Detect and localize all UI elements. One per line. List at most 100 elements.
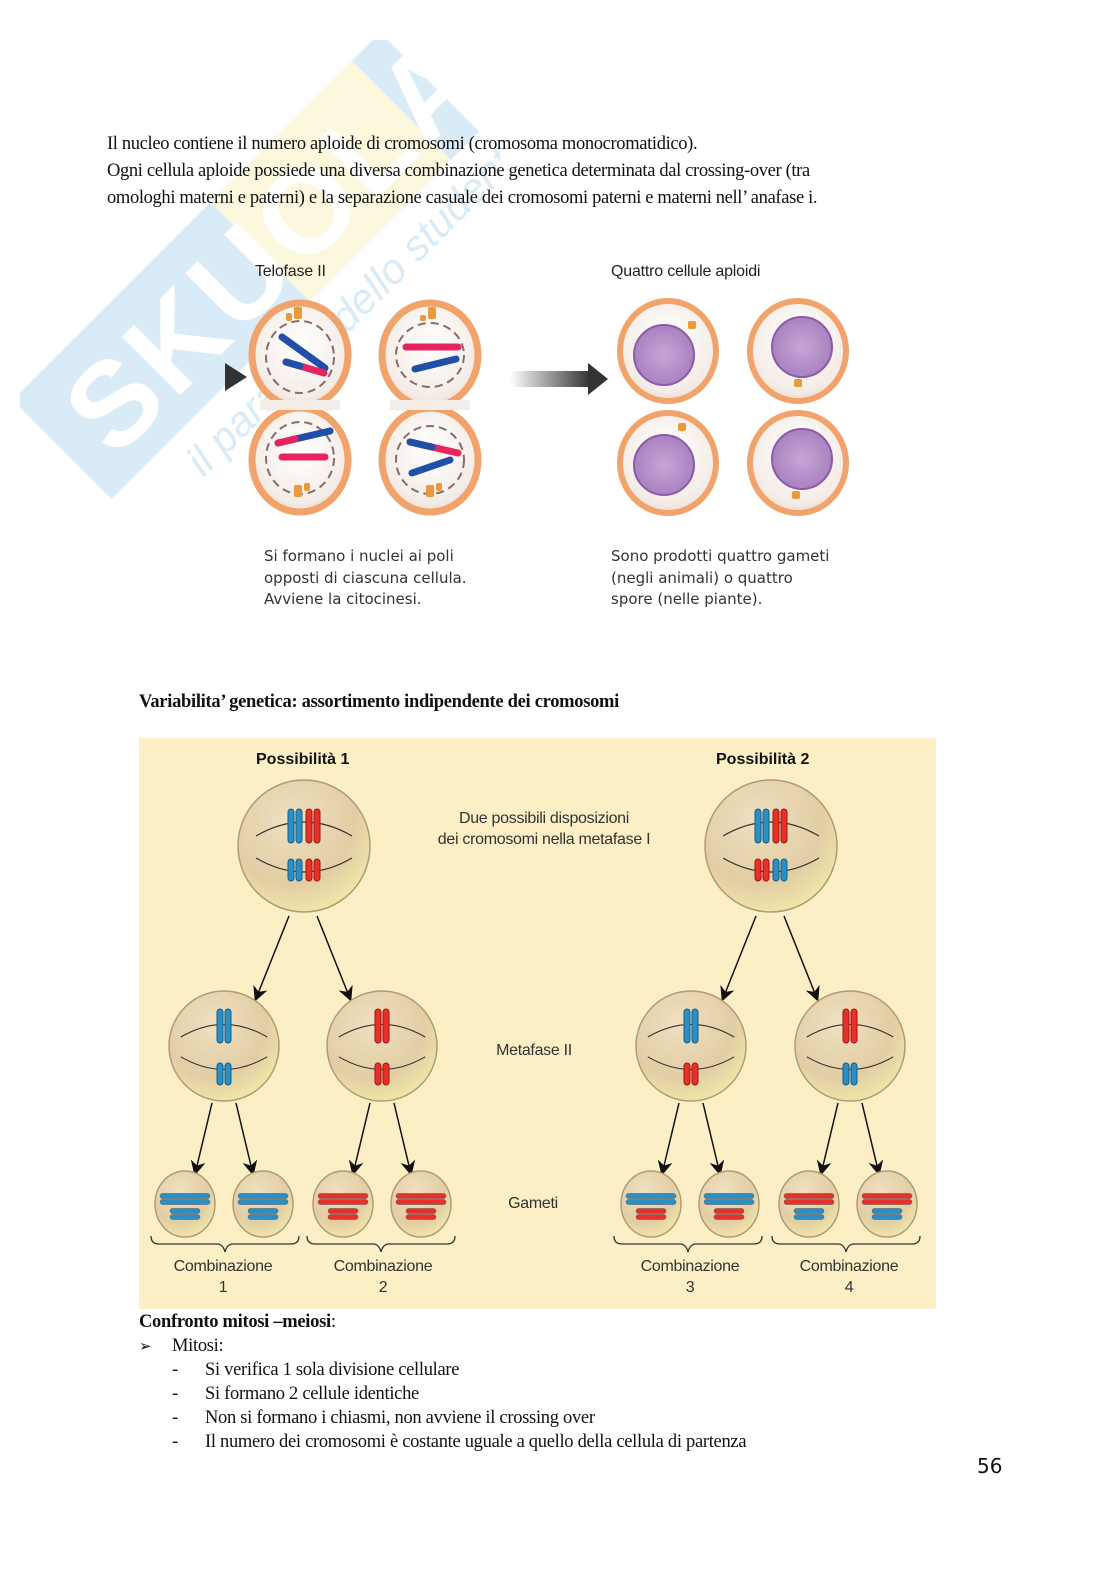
gamete-chromosome — [317, 1199, 369, 1205]
progression-arrow-icon — [588, 363, 608, 395]
arrow-bullet-icon: ➢ — [139, 1337, 152, 1355]
arrow-icon — [235, 1102, 258, 1176]
list-item: -Non si formano i chiasmi, non avviene i… — [172, 1406, 746, 1430]
gamete-cell — [778, 1170, 840, 1238]
brace-combination-4 — [771, 1235, 921, 1253]
arrow-icon — [861, 1102, 884, 1176]
intro-paragraph: Il nucleo contiene il numero aploide di … — [107, 131, 818, 212]
gamete-chromosome — [405, 1208, 437, 1214]
metaphase1-note: Due possibili disposizioni dei cromosomi… — [394, 808, 694, 850]
gamete-chromosome — [395, 1199, 447, 1205]
comparison-title: Confronto mitosi –meiosi: — [139, 1310, 746, 1334]
gamete-chromosome — [159, 1199, 211, 1205]
arrow-icon — [316, 915, 353, 1002]
combination-word: Combinazione — [640, 1258, 740, 1275]
gamete-chromosome — [635, 1208, 667, 1214]
gamete-chromosome — [395, 1193, 447, 1199]
comparison-list: -Si verifica 1 sola divisione cellulare … — [172, 1358, 747, 1454]
dash-bullet: - — [172, 1432, 178, 1452]
mitosis-bullet: ➢ Mitosi: — [139, 1334, 746, 1358]
gamete-chromosome — [327, 1214, 359, 1220]
caption-line: Si formano i nuclei ai poli — [264, 547, 454, 565]
mitosis-label: Mitosi: — [172, 1336, 224, 1356]
dividing-cell-1 — [248, 299, 352, 516]
combination-1-label: Combinazione 1 — [153, 1256, 293, 1298]
list-item: - Si formano 2 cellule identiche — [172, 1382, 746, 1406]
metaphase2-cell — [635, 990, 747, 1102]
gamete-chromosome — [237, 1193, 289, 1199]
dash-bullet: - — [172, 1360, 178, 1380]
caption-line: (negli animali) o quattro — [611, 568, 793, 587]
gamete-chromosome — [783, 1193, 835, 1199]
assortment-drawing — [150, 779, 921, 1253]
gamete-chromosome — [703, 1193, 755, 1199]
chromosome — [278, 333, 329, 372]
caption-line: spore (nelle piante). — [611, 590, 763, 608]
possibility-1-title: Possibilità 1 — [256, 751, 350, 768]
progression-arrow-shaft — [510, 371, 590, 387]
chromosome — [282, 358, 304, 370]
gamete-chromosome — [871, 1214, 903, 1220]
haploid-cell — [617, 410, 719, 516]
gamete-chromosome — [405, 1214, 437, 1220]
dividing-cell-2 — [378, 299, 482, 516]
intro-line: Ogni cellula aploide possiede una divers… — [107, 161, 810, 181]
gamete-cell — [620, 1170, 682, 1238]
combination-number: 4 — [844, 1279, 854, 1296]
gamete-cell — [154, 1170, 216, 1238]
intro-line: Il nucleo contiene il numero aploide di … — [107, 134, 698, 154]
arrow-icon — [657, 1102, 680, 1176]
combination-4-label: Combinazione 4 — [779, 1256, 919, 1298]
haploid-cell — [747, 298, 849, 404]
comparison-title-colon: : — [330, 1312, 336, 1332]
gamete-chromosome — [317, 1193, 369, 1199]
gamete-cell — [312, 1170, 374, 1238]
arrow-icon — [253, 915, 290, 1002]
haploid-cell — [617, 298, 719, 404]
haploid-caption: Sono prodotti quattro gameti (negli anim… — [611, 546, 829, 611]
gamete-chromosome — [625, 1193, 677, 1199]
metaphase2-cell — [168, 990, 280, 1102]
brace-combination-2 — [306, 1235, 456, 1253]
dash-bullet: - — [172, 1384, 178, 1404]
dash-bullet: - — [172, 1408, 178, 1428]
haploid-cells-label: Quattro cellule aploidi — [611, 263, 761, 280]
incoming-arrow-icon — [225, 363, 247, 391]
chromosome — [408, 456, 454, 477]
chromosome — [274, 435, 299, 447]
note-line: dei cromosomi nella metafase I — [437, 831, 651, 848]
page-number: 56 — [977, 1454, 1003, 1478]
arrow-icon — [190, 1102, 213, 1176]
telophase-label: Telofase II — [255, 263, 326, 280]
watermark: SKUOLA il paradiso dello studente — [20, 40, 500, 500]
combination-2-label: Combinazione 2 — [313, 1256, 453, 1298]
arrow-icon — [348, 1102, 371, 1176]
caption-line: Sono prodotti quattro gameti — [611, 547, 830, 565]
comparison-title-text: Confronto mitosi –meiosi — [139, 1312, 331, 1332]
arrow-icon — [393, 1102, 416, 1176]
list-item: -Si verifica 1 sola divisione cellulare — [172, 1358, 746, 1382]
gamete-chromosome — [861, 1199, 913, 1205]
note-line: Due possibili disposizioni — [458, 810, 630, 827]
gametes-label: Gameti — [508, 1195, 558, 1212]
combination-number: 2 — [378, 1279, 388, 1296]
list-item-text: Si formano 2 cellule identiche — [205, 1384, 419, 1404]
gamete-chromosome — [247, 1214, 279, 1220]
caption-line: Avviene la citocinesi. — [264, 590, 422, 608]
section-title: Variabilita’ genetica: assortimento indi… — [139, 692, 620, 712]
gamete-chromosome — [237, 1199, 289, 1205]
gamete-cell — [698, 1170, 760, 1238]
combination-number: 3 — [685, 1279, 695, 1296]
metaphase2-cell — [794, 990, 906, 1102]
gamete-cell — [390, 1170, 452, 1238]
gamete-chromosome — [247, 1208, 279, 1214]
combination-word: Combinazione — [799, 1258, 899, 1275]
metaphase1-cell-possibility-1 — [237, 779, 371, 913]
telophase-figure — [225, 298, 849, 516]
comparison-section: Confronto mitosi –meiosi: ➢ Mitosi: -Si … — [139, 1310, 747, 1454]
metaphase2-label: Metafase II — [496, 1042, 572, 1059]
gamete-chromosome — [169, 1214, 201, 1220]
gamete-chromosome — [635, 1214, 667, 1220]
list-item: -Il numero dei cromosomi è costante ugua… — [172, 1430, 747, 1454]
gamete-chromosome — [169, 1208, 201, 1214]
